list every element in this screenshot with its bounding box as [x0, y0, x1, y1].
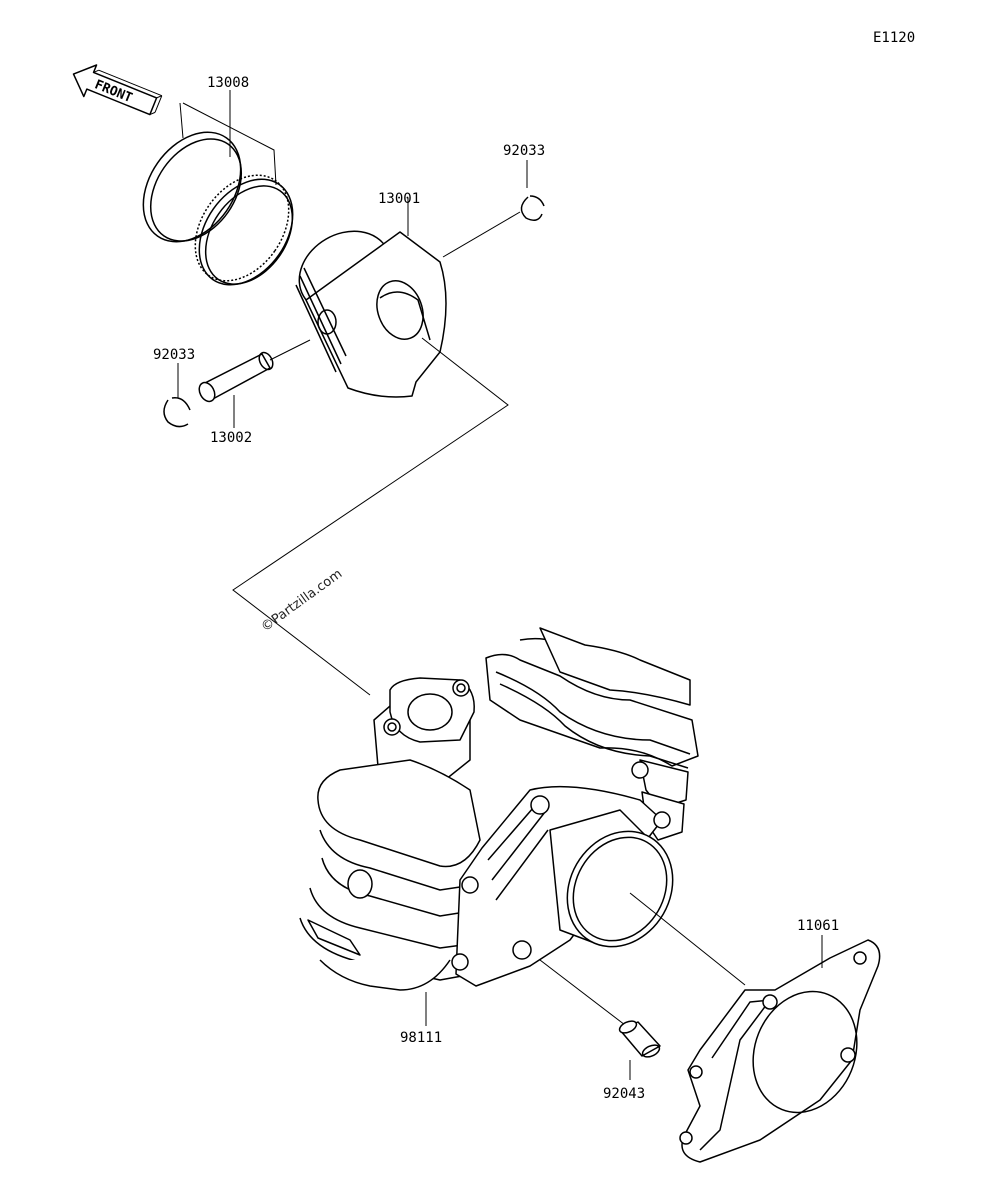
label-98111: 98111	[400, 1030, 442, 1046]
cylinder	[299, 627, 746, 1026]
label-92033-left: 92033	[153, 347, 195, 363]
label-13002: 13002	[210, 430, 252, 446]
label-13008: 13008	[207, 75, 249, 91]
label-92033-right: 92033	[503, 143, 545, 159]
diagram-code: E1120	[873, 30, 915, 46]
piston-pin	[198, 339, 311, 428]
label-11061: 11061	[797, 918, 839, 934]
clip-left	[163, 363, 191, 428]
piston-rings	[142, 90, 294, 286]
watermark: ©Partzilla.com	[259, 567, 346, 636]
cylinder-gasket	[679, 935, 881, 1163]
label-13001: 13001	[378, 191, 420, 207]
label-92043: 92043	[603, 1086, 645, 1102]
front-arrow-icon: FRONT	[72, 64, 163, 116]
dowel-pin	[618, 1020, 661, 1080]
clip-right	[442, 160, 545, 258]
piston	[295, 198, 447, 398]
piston-to-cylinder-leader	[232, 337, 509, 696]
